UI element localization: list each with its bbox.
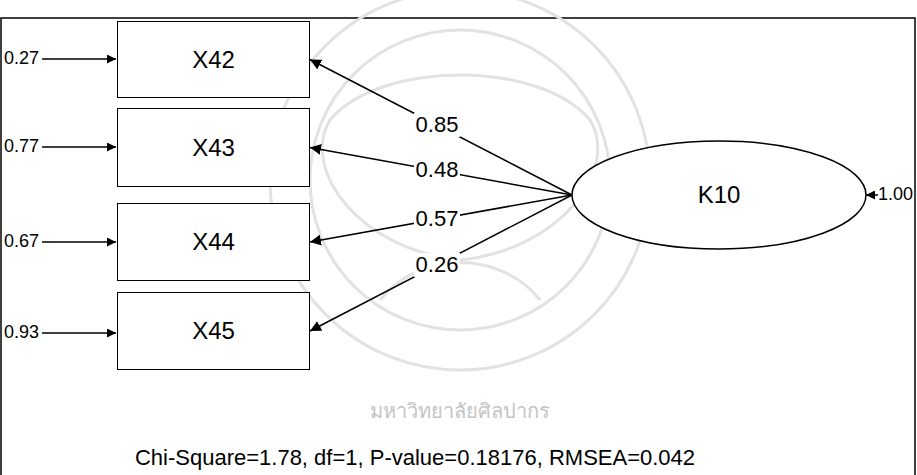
outer-frame	[1, 18, 915, 475]
fit-statistics: Chi-Square=1.78, df=1, P-value=0.18176, …	[135, 445, 695, 471]
variable-name: X45	[192, 317, 235, 345]
observed-variable-box: X45	[117, 292, 310, 370]
watermark-text: มหาวิทยาลัยศิลปากร	[370, 395, 550, 427]
variable-name: K10	[698, 181, 741, 209]
loading-value: 0.85	[414, 113, 461, 137]
variable-name: X44	[192, 228, 235, 256]
error-variance: 0.27	[4, 48, 39, 69]
loading-value: 0.48	[414, 158, 461, 182]
variable-name: X43	[192, 134, 235, 162]
factor-loading-arrow	[310, 148, 572, 196]
observed-variable-box: X43	[117, 108, 310, 187]
error-variance: 0.93	[4, 322, 39, 343]
factor-loading-arrow	[310, 60, 572, 196]
variable-name: X42	[192, 46, 235, 74]
observed-variable-box: X42	[117, 21, 310, 98]
error-variance: 0.67	[4, 231, 39, 252]
factor-loading-arrow	[310, 195, 572, 242]
factor-loading-arrow	[310, 195, 572, 331]
observed-variable-box: X44	[117, 203, 310, 281]
error-variance: 0.77	[4, 136, 39, 157]
loading-value: 0.57	[414, 207, 461, 231]
loading-value: 0.26	[414, 253, 461, 277]
error-variance: 1.00	[878, 184, 913, 205]
latent-variable-ellipse: K10	[571, 140, 867, 250]
